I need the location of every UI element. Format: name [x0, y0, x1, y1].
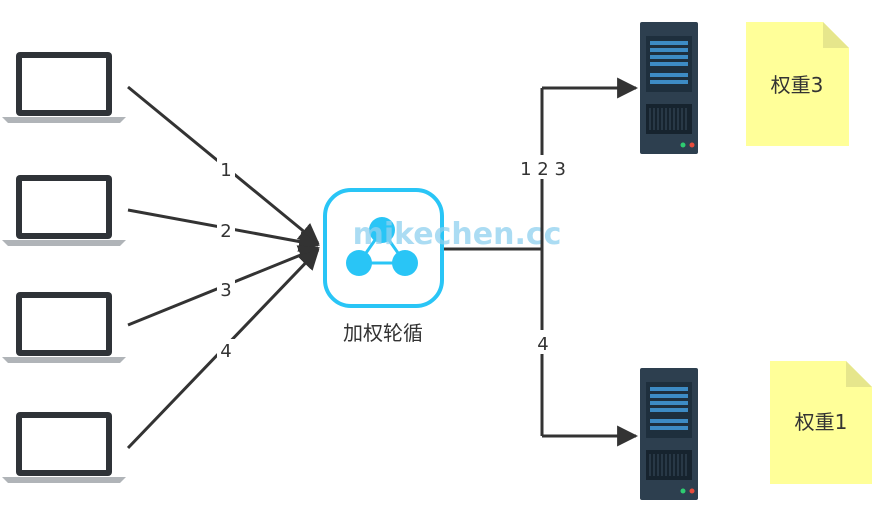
- client-laptop-3: [2, 292, 126, 363]
- edge-label-3: 3: [220, 280, 231, 301]
- weight-label-bottom: 权重1: [795, 410, 848, 434]
- edge-label-4: 4: [220, 341, 231, 362]
- weight-note-top: [746, 22, 849, 146]
- share-network-icon: [346, 217, 418, 276]
- watermark: mikechen.cc: [353, 217, 562, 252]
- client-laptop-4: [2, 412, 126, 483]
- server-bottom: [640, 368, 698, 500]
- weighted-round-robin-node: [323, 188, 444, 308]
- branch-label-top: 1 2 3: [520, 159, 566, 180]
- server-top: [640, 22, 698, 154]
- weight-label-top: 权重3: [771, 73, 824, 97]
- branch-label-bottom: 4: [537, 334, 548, 355]
- client-laptop-2: [2, 175, 126, 246]
- edge-label-1: 1: [220, 160, 231, 181]
- center-node-label: 加权轮循: [343, 321, 423, 345]
- client-laptop-1: [2, 52, 126, 123]
- edge-label-2: 2: [220, 221, 231, 242]
- weight-note-bottom: [770, 361, 872, 484]
